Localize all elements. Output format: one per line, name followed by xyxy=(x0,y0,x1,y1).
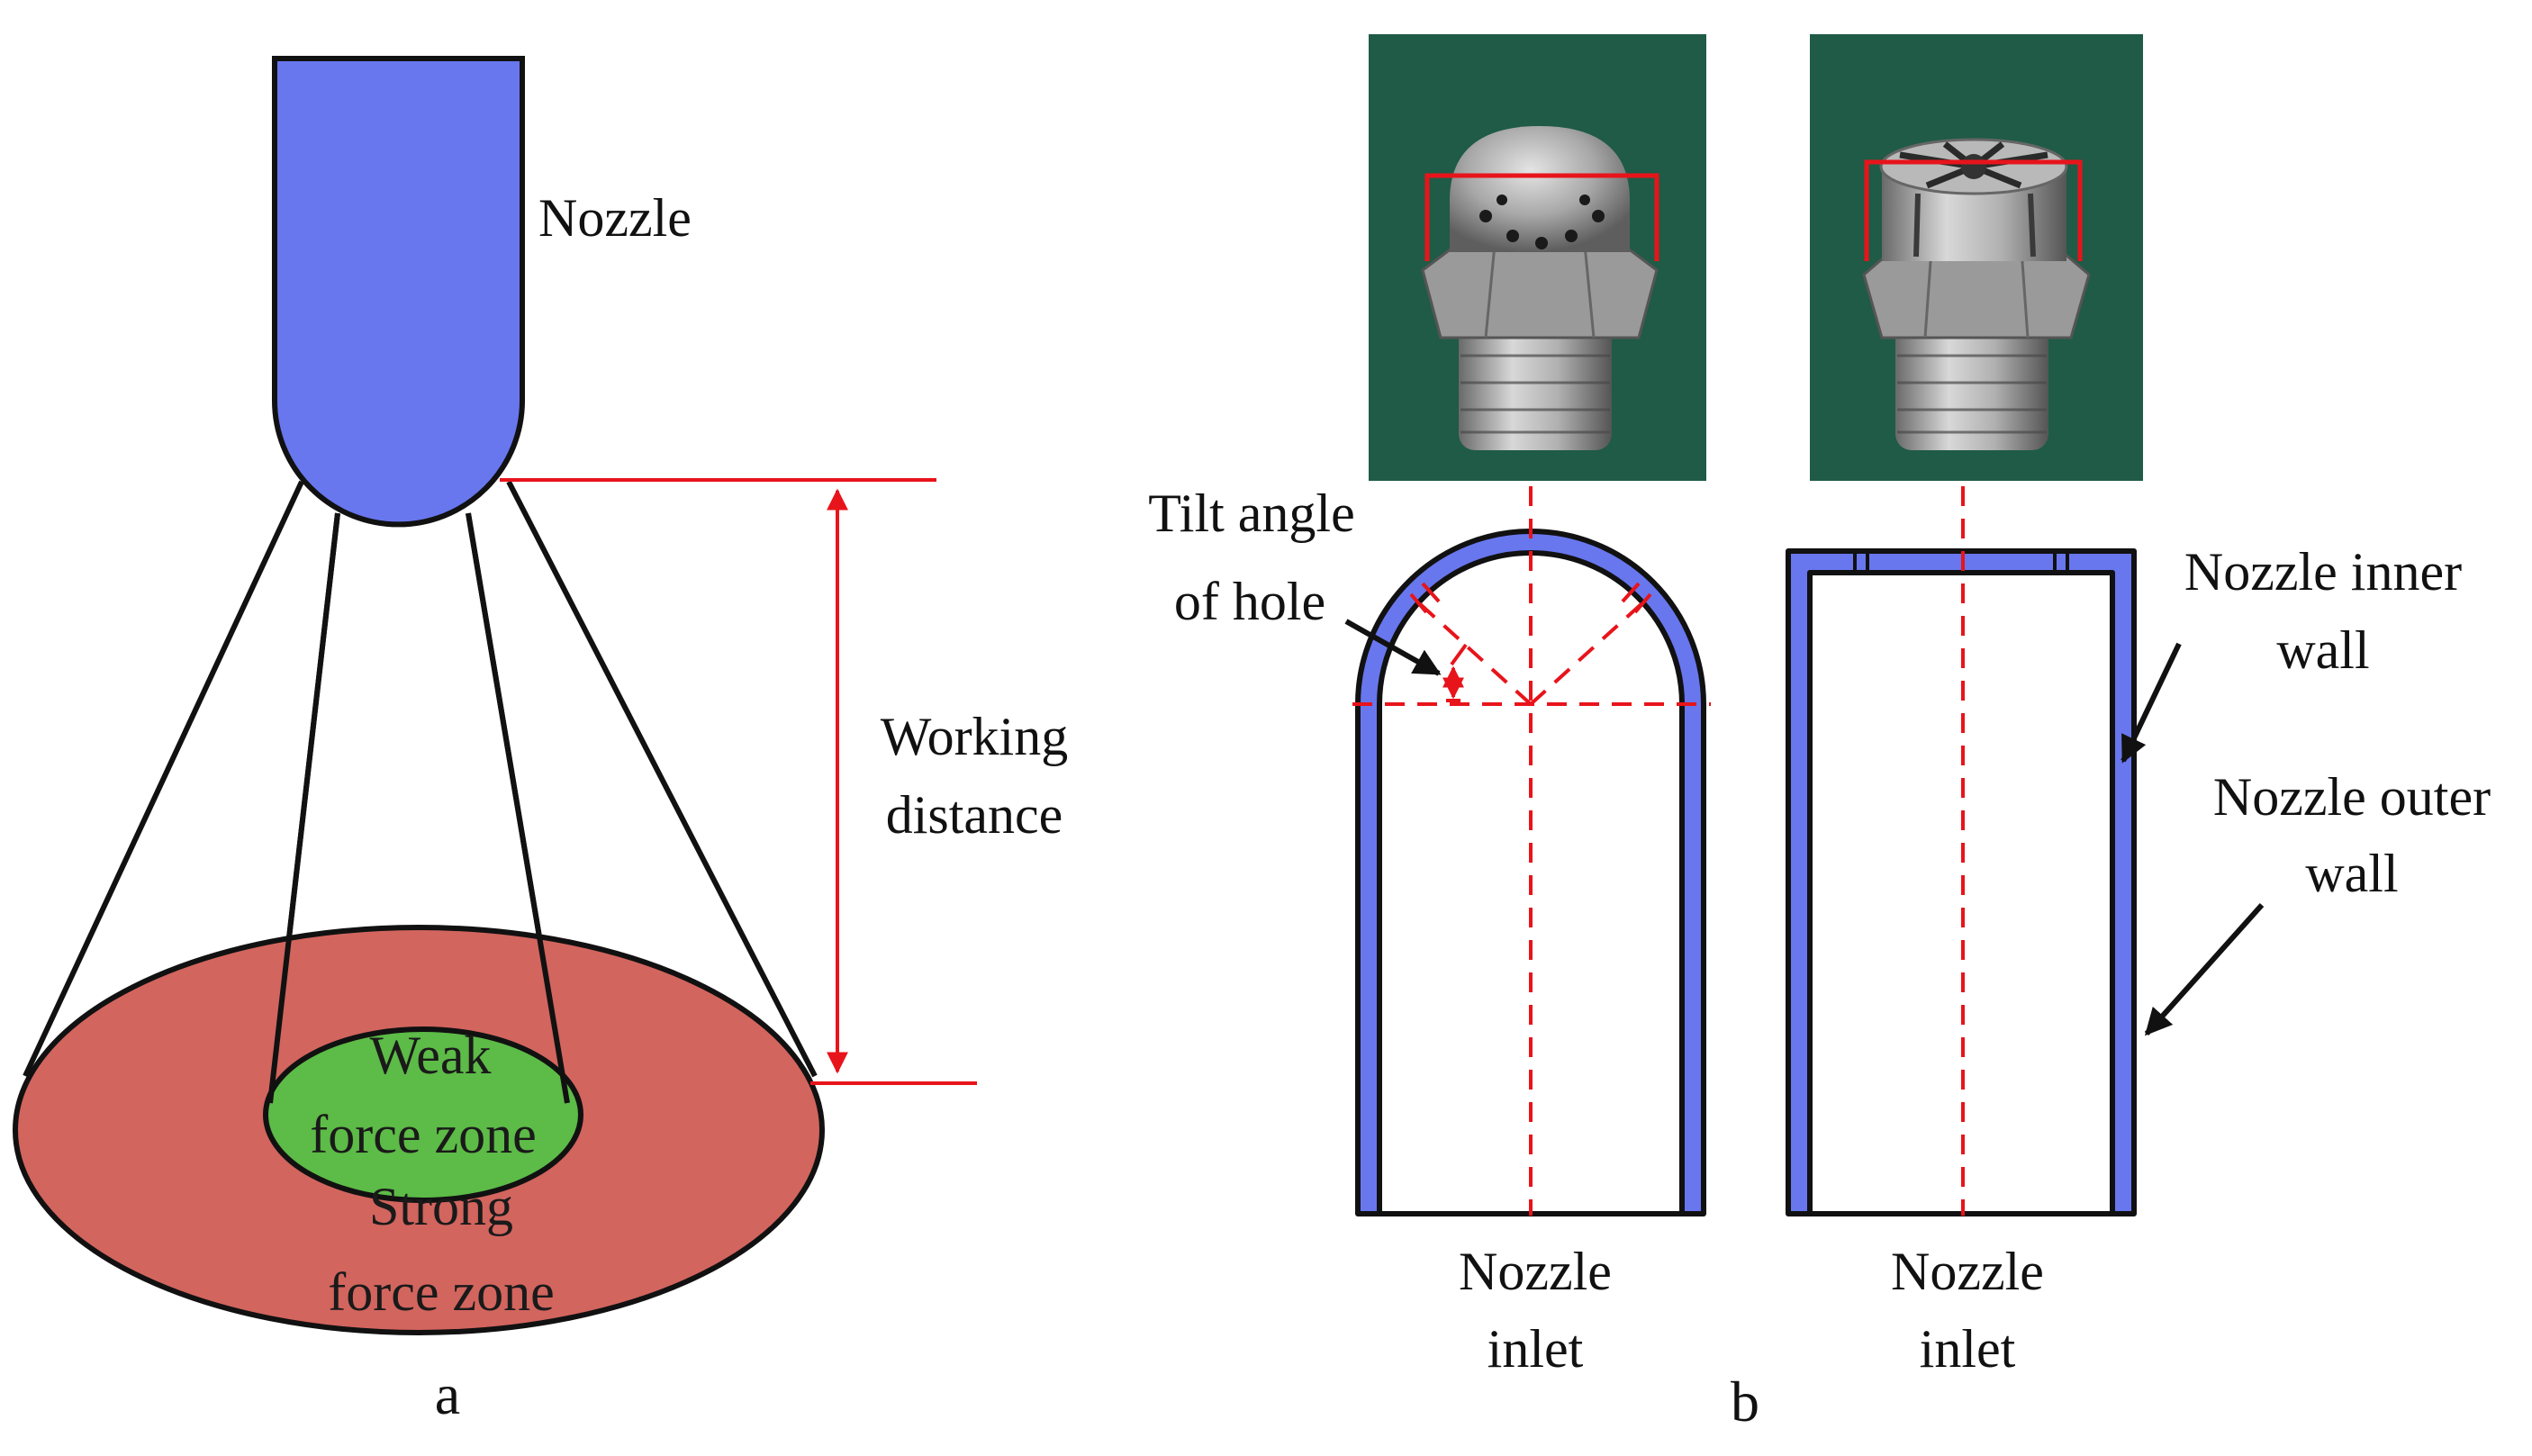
inner-wall-label-line2: wall xyxy=(2276,620,2369,680)
inlet-left-label-line1: Nozzle xyxy=(1459,1242,1612,1301)
weak-zone-label-line1: Weak xyxy=(369,1026,491,1085)
outer-wall-label-line1: Nozzle outer xyxy=(2213,767,2491,827)
nozzle-label: Nozzle xyxy=(538,188,692,248)
inlet-right-label-line2: inlet xyxy=(1920,1319,2016,1379)
panel-a: Nozzle Working distance Weak force zone … xyxy=(13,56,1068,1426)
photo-dome-nozzle xyxy=(1369,34,1706,481)
strong-zone-label-line2: force zone xyxy=(328,1262,554,1322)
weak-zone-label-line2: force zone xyxy=(310,1105,536,1164)
inner-wall-label-line1: Nozzle inner xyxy=(2184,542,2462,601)
strong-zone-label-line1: Strong xyxy=(369,1177,513,1236)
panel-a-letter: a xyxy=(435,1362,460,1426)
inlet-right-label-line1: Nozzle xyxy=(1891,1242,2044,1301)
inlet-left-label-line2: inlet xyxy=(1488,1319,1584,1379)
working-distance-marker xyxy=(500,478,977,1085)
outer-wall-label-line2: wall xyxy=(2305,844,2398,903)
section-flat-nozzle xyxy=(1786,486,2137,1216)
leader-arrows xyxy=(1344,619,2265,1036)
working-distance-label-line2: distance xyxy=(886,785,1063,845)
working-distance-label-line1: Working xyxy=(881,707,1068,766)
tilt-angle-label-line2: of hole xyxy=(1174,572,1325,631)
nozzle-shape xyxy=(272,56,525,528)
section-dome-nozzle xyxy=(1352,486,1711,1216)
photo-slotted-nozzle xyxy=(1810,34,2143,481)
panel-b: Tilt angle of hole Nozzle inner wall Noz… xyxy=(1148,34,2491,1433)
weak-force-zone xyxy=(263,1026,583,1203)
panel-b-letter: b xyxy=(1731,1370,1759,1433)
tilt-angle-label-line1: Tilt angle xyxy=(1148,484,1354,543)
